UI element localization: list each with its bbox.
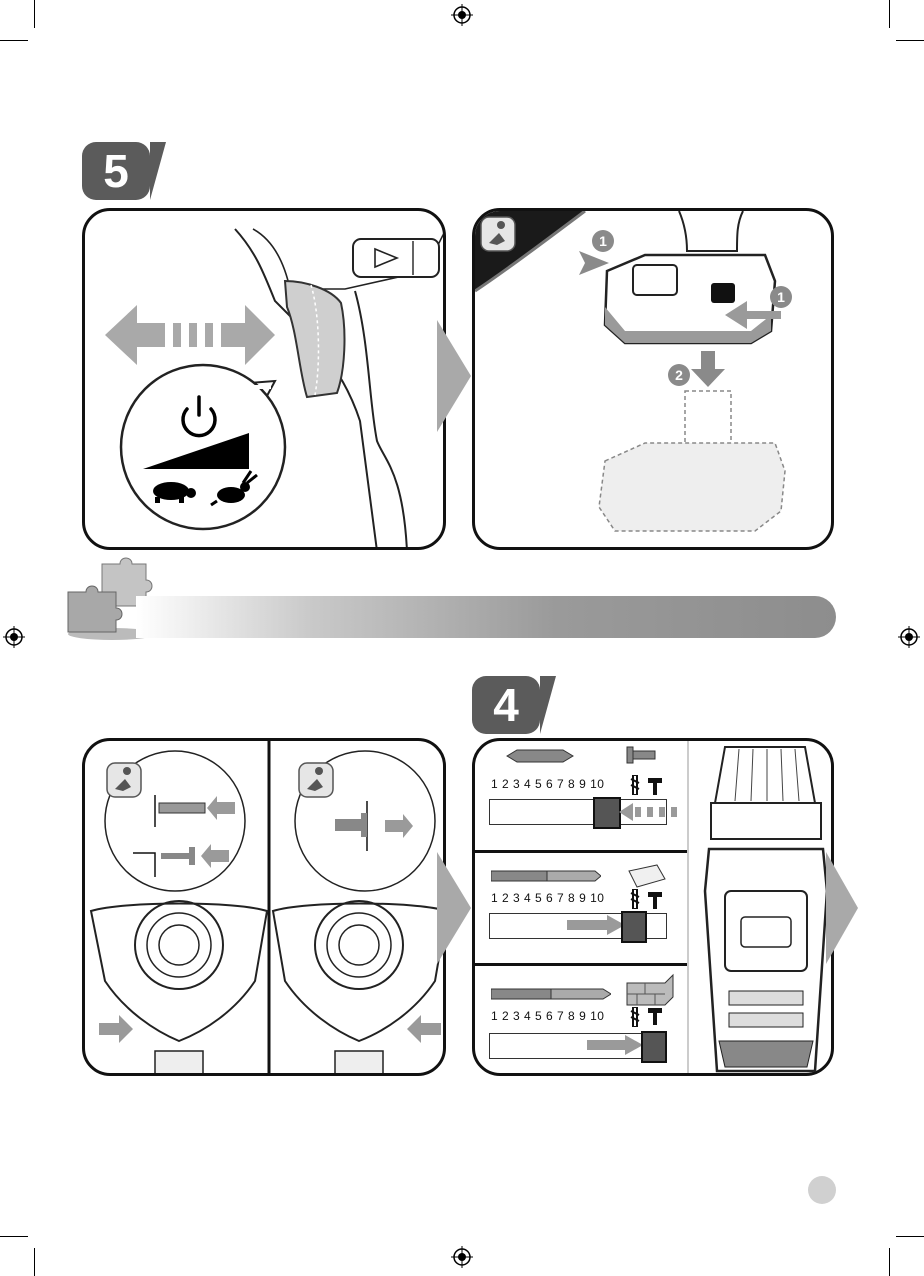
crop-mark [0,40,28,41]
info-icon [107,763,141,797]
crop-mark [889,0,890,28]
step-number: 5 [103,144,129,198]
chuck-right [273,901,446,1076]
torque-scale-numbers: 1 2 3 4 5 6 7 8 9 10 [491,1009,604,1023]
direction-illustration [85,741,446,1076]
row-divider [475,850,687,853]
press-annotation: 1 [599,233,607,249]
next-step-arrow-icon [437,320,471,432]
select-arrow-icon [619,803,687,821]
registration-mark-icon [451,1246,473,1268]
hammer-icon [647,891,663,909]
torque-selector [621,911,647,943]
hammer-icon [647,777,663,795]
crop-mark [34,0,35,28]
drill-icon [629,1007,641,1027]
direction-panel [82,738,446,1076]
crop-mark [896,1236,924,1237]
crop-mark [889,1248,890,1276]
select-arrow-icon [567,915,625,935]
brick-wall-icon [625,973,675,1007]
battery-illustration: 1 1 2 [475,211,834,550]
torque-panel: 1 2 3 4 5 6 7 8 9 10 1 2 3 4 5 6 7 8 9 1… [472,738,834,1076]
select-arrow-icon [587,1035,643,1055]
screwdriver-bit-icon [505,749,575,763]
screw-icon [625,745,657,765]
step-badge-4: 4 [472,676,540,734]
masonry-bit-icon [491,987,611,1001]
drill-icon [629,889,641,909]
torque-selector [641,1031,667,1063]
step-badge-5: 5 [82,142,150,200]
drill-bit-icon [159,803,205,813]
crop-mark [0,1236,28,1237]
trigger-illustration [85,211,446,550]
info-icon [299,763,333,797]
page-number-marker [808,1176,836,1204]
slide-annotation: 2 [675,367,683,383]
battery-panel: 1 1 2 [472,208,834,550]
drill-icon [629,775,641,795]
press-annotation-right: 1 [777,289,785,305]
wood-icon [627,863,667,891]
row-divider [475,963,687,966]
drill-top-view [695,741,834,1076]
column-divider [687,741,689,1076]
torque-scale-numbers: 1 2 3 4 5 6 7 8 9 10 [491,777,604,791]
next-step-arrow-icon [437,852,471,964]
crop-mark [896,40,924,41]
registration-mark-icon [3,626,25,648]
registration-mark-icon [451,4,473,26]
trigger-panel [82,208,446,550]
drill-bit-icon [491,869,601,883]
crop-mark [34,1248,35,1276]
registration-mark-icon [898,626,920,648]
torque-scale-numbers: 1 2 3 4 5 6 7 8 9 10 [491,891,604,905]
next-step-arrow-icon [826,852,858,964]
section-divider-bar [136,596,836,638]
hammer-icon [647,1007,663,1025]
info-icon [481,217,515,251]
step-number: 4 [493,678,519,732]
chuck-left [91,901,267,1076]
torque-selector [593,797,621,829]
